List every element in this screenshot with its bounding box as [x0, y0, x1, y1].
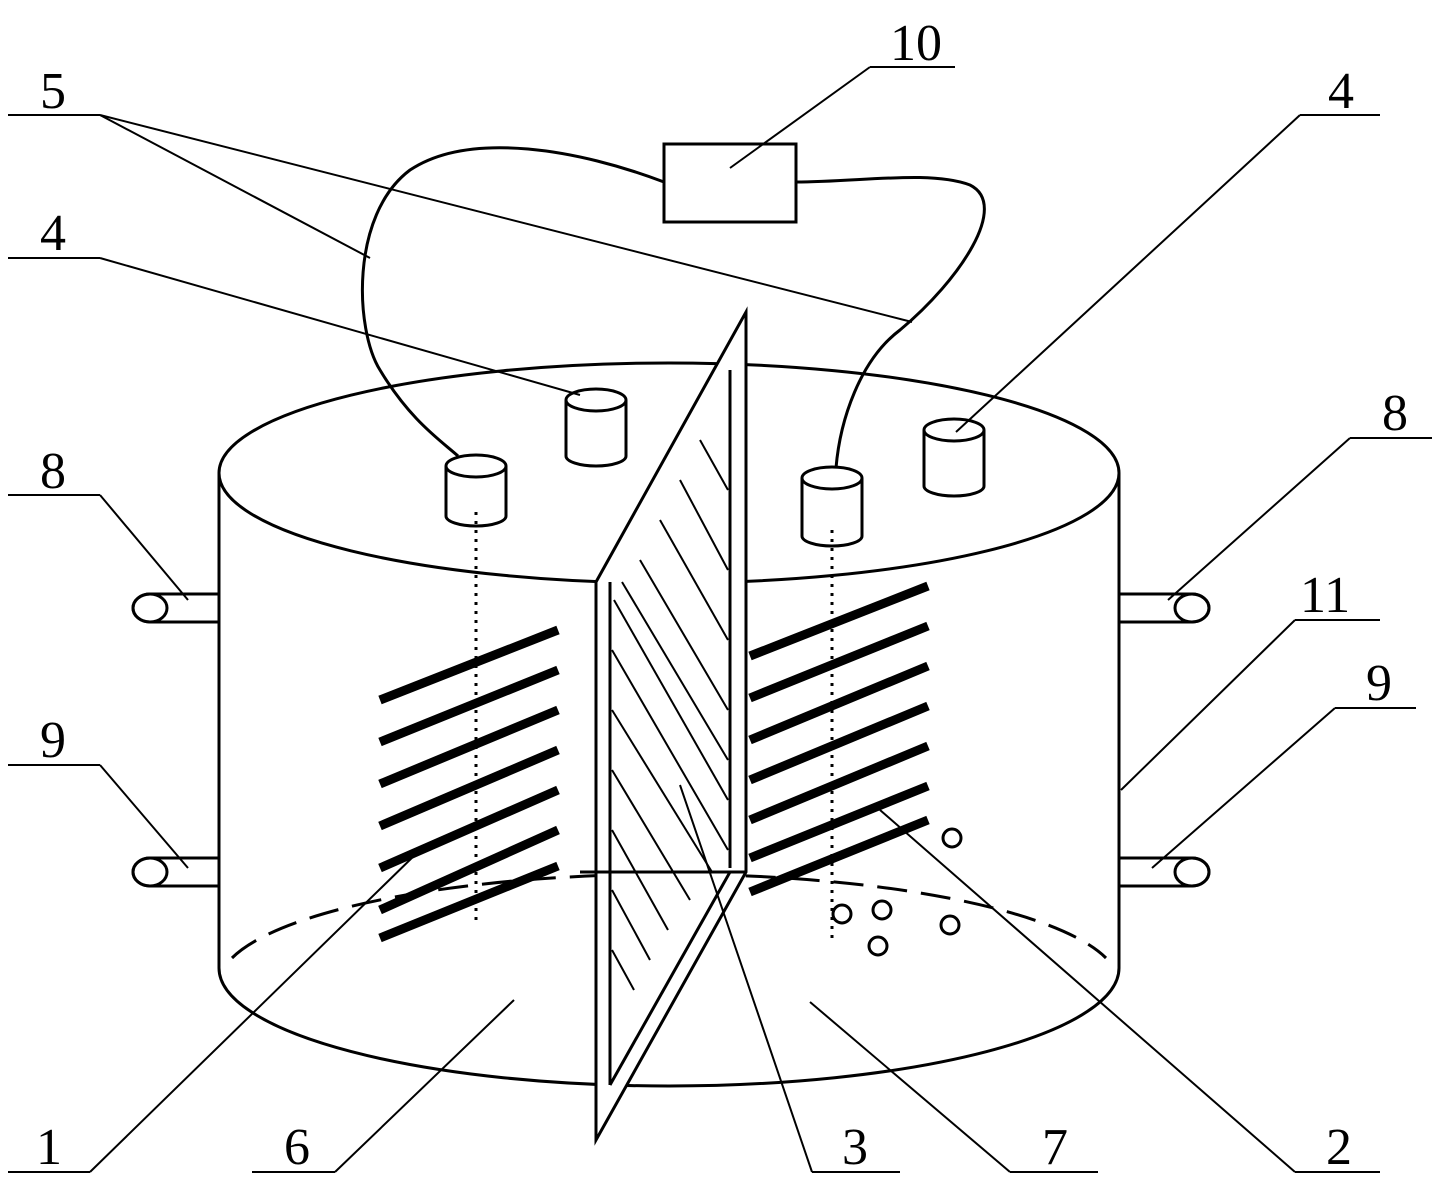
gas-bubbles	[831, 827, 963, 957]
label-1: 1	[36, 1119, 62, 1176]
tank-bottom-front	[217, 967, 1121, 1088]
power-supply-box	[662, 142, 798, 224]
terminal-left-back	[564, 387, 628, 468]
label-7: 7	[1042, 1119, 1068, 1176]
label-4-right: 4	[1328, 63, 1354, 120]
wire-right	[795, 175, 986, 469]
pipe-8-left	[131, 592, 219, 624]
label-11: 11	[1300, 567, 1350, 624]
label-8-left: 8	[40, 443, 66, 500]
label-5: 5	[40, 63, 66, 120]
leader-lines	[8, 66, 1432, 1173]
electrode-plates-left	[378, 625, 560, 943]
terminal-right-front	[800, 465, 864, 548]
label-9-right: 9	[1366, 655, 1392, 712]
label-6: 6	[284, 1119, 310, 1176]
pipe-9-right	[1119, 856, 1211, 888]
electrode-plates-right	[748, 581, 930, 897]
label-8-right: 8	[1382, 385, 1408, 442]
label-3: 3	[842, 1119, 868, 1176]
label-2: 2	[1326, 1119, 1352, 1176]
label-4-left: 4	[40, 205, 66, 262]
pipe-8-right	[1119, 592, 1211, 624]
label-9-left: 9	[40, 712, 66, 769]
membrane-separator	[580, 306, 748, 1146]
wire-left	[360, 146, 665, 458]
terminal-right-back	[922, 417, 986, 498]
pipe-9-left	[131, 856, 219, 888]
label-10: 10	[890, 15, 942, 72]
terminal-left-front	[444, 453, 508, 528]
